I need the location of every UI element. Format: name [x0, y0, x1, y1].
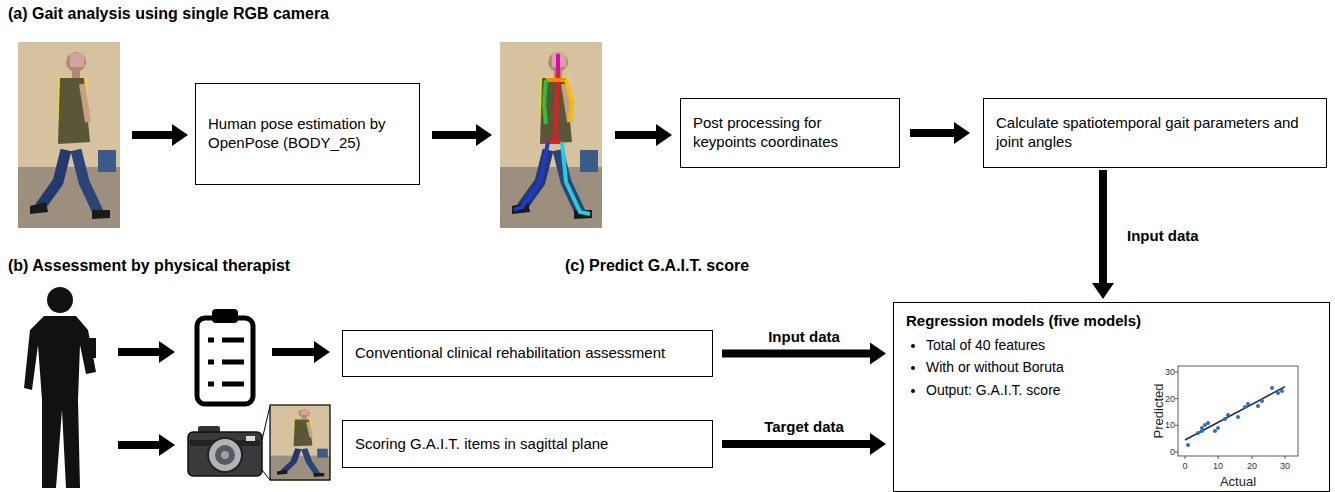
tick-label: 10 — [1213, 461, 1223, 471]
model-box: Regression models (five models) Total of … — [893, 302, 1330, 492]
box-heading: Regression models (five models) — [906, 312, 1317, 331]
tick-label: 0 — [1182, 461, 1187, 471]
clipboard-icon — [197, 309, 253, 404]
box-text: Human pose estimation by OpenPose (BODY_… — [208, 115, 407, 153]
arrow-head — [870, 433, 886, 455]
arrow-head — [1092, 283, 1114, 299]
axis-title: Predicted — [1151, 384, 1166, 439]
connector-arrow — [722, 343, 886, 365]
bullet-item: Total of 40 features — [926, 337, 1161, 355]
section-heading: (c) Predict G.A.I.T. score — [565, 257, 749, 275]
bullet-item: Output: G.A.I.T. score — [926, 382, 1161, 400]
edge-label: Input data — [1125, 226, 1201, 243]
scatter-chart — [1175, 366, 1298, 459]
box-text: Calculate spatiotemporal gait parameters… — [996, 114, 1314, 152]
section-heading: (b) Assessment by physical therapist — [8, 257, 290, 275]
assessment-box: Scoring G.A.I.T. items in sagittal plane — [342, 420, 713, 468]
patient-photo — [18, 42, 120, 228]
arrow-head — [870, 343, 886, 365]
tick-label: 20 — [1165, 394, 1175, 404]
camera-icon — [188, 426, 262, 476]
tick-label: 30 — [1165, 367, 1175, 377]
edge-label: Input data — [766, 328, 842, 345]
bullet-item: With or without Boruta — [926, 359, 1161, 377]
edge-label: Target data — [762, 418, 846, 435]
connector-shaft — [722, 440, 872, 448]
tick-label: 0 — [1170, 447, 1175, 457]
therapist-silhouette — [24, 287, 96, 488]
process-box: Human pose estimation by OpenPose (BODY_… — [195, 83, 420, 185]
connector-shaft — [722, 350, 872, 358]
box-text: Post processing for keypoints coordinate… — [693, 114, 887, 152]
connector-arrow — [722, 433, 886, 455]
tick-label: 30 — [1280, 461, 1290, 471]
connector-shaft — [1099, 170, 1107, 285]
axis-title: Actual — [1220, 474, 1256, 489]
box-text: Conventional clinical rehabilitation ass… — [355, 344, 700, 363]
section-heading: (a) Gait analysis using single RGB camer… — [8, 5, 329, 23]
connector-arrow — [1092, 170, 1114, 299]
block-arrows — [118, 122, 970, 456]
box-text: Scoring G.A.I.T. items in sagittal plane — [355, 435, 700, 454]
tick-label: 10 — [1165, 420, 1175, 430]
assessment-box: Conventional clinical rehabilitation ass… — [342, 330, 713, 377]
process-box: Calculate spatiotemporal gait parameters… — [983, 98, 1327, 168]
skeleton-photo — [500, 42, 602, 228]
tick-label: 20 — [1247, 461, 1257, 471]
process-box: Post processing for keypoints coordinate… — [680, 98, 900, 168]
video-frame-thumbnail — [262, 405, 330, 480]
